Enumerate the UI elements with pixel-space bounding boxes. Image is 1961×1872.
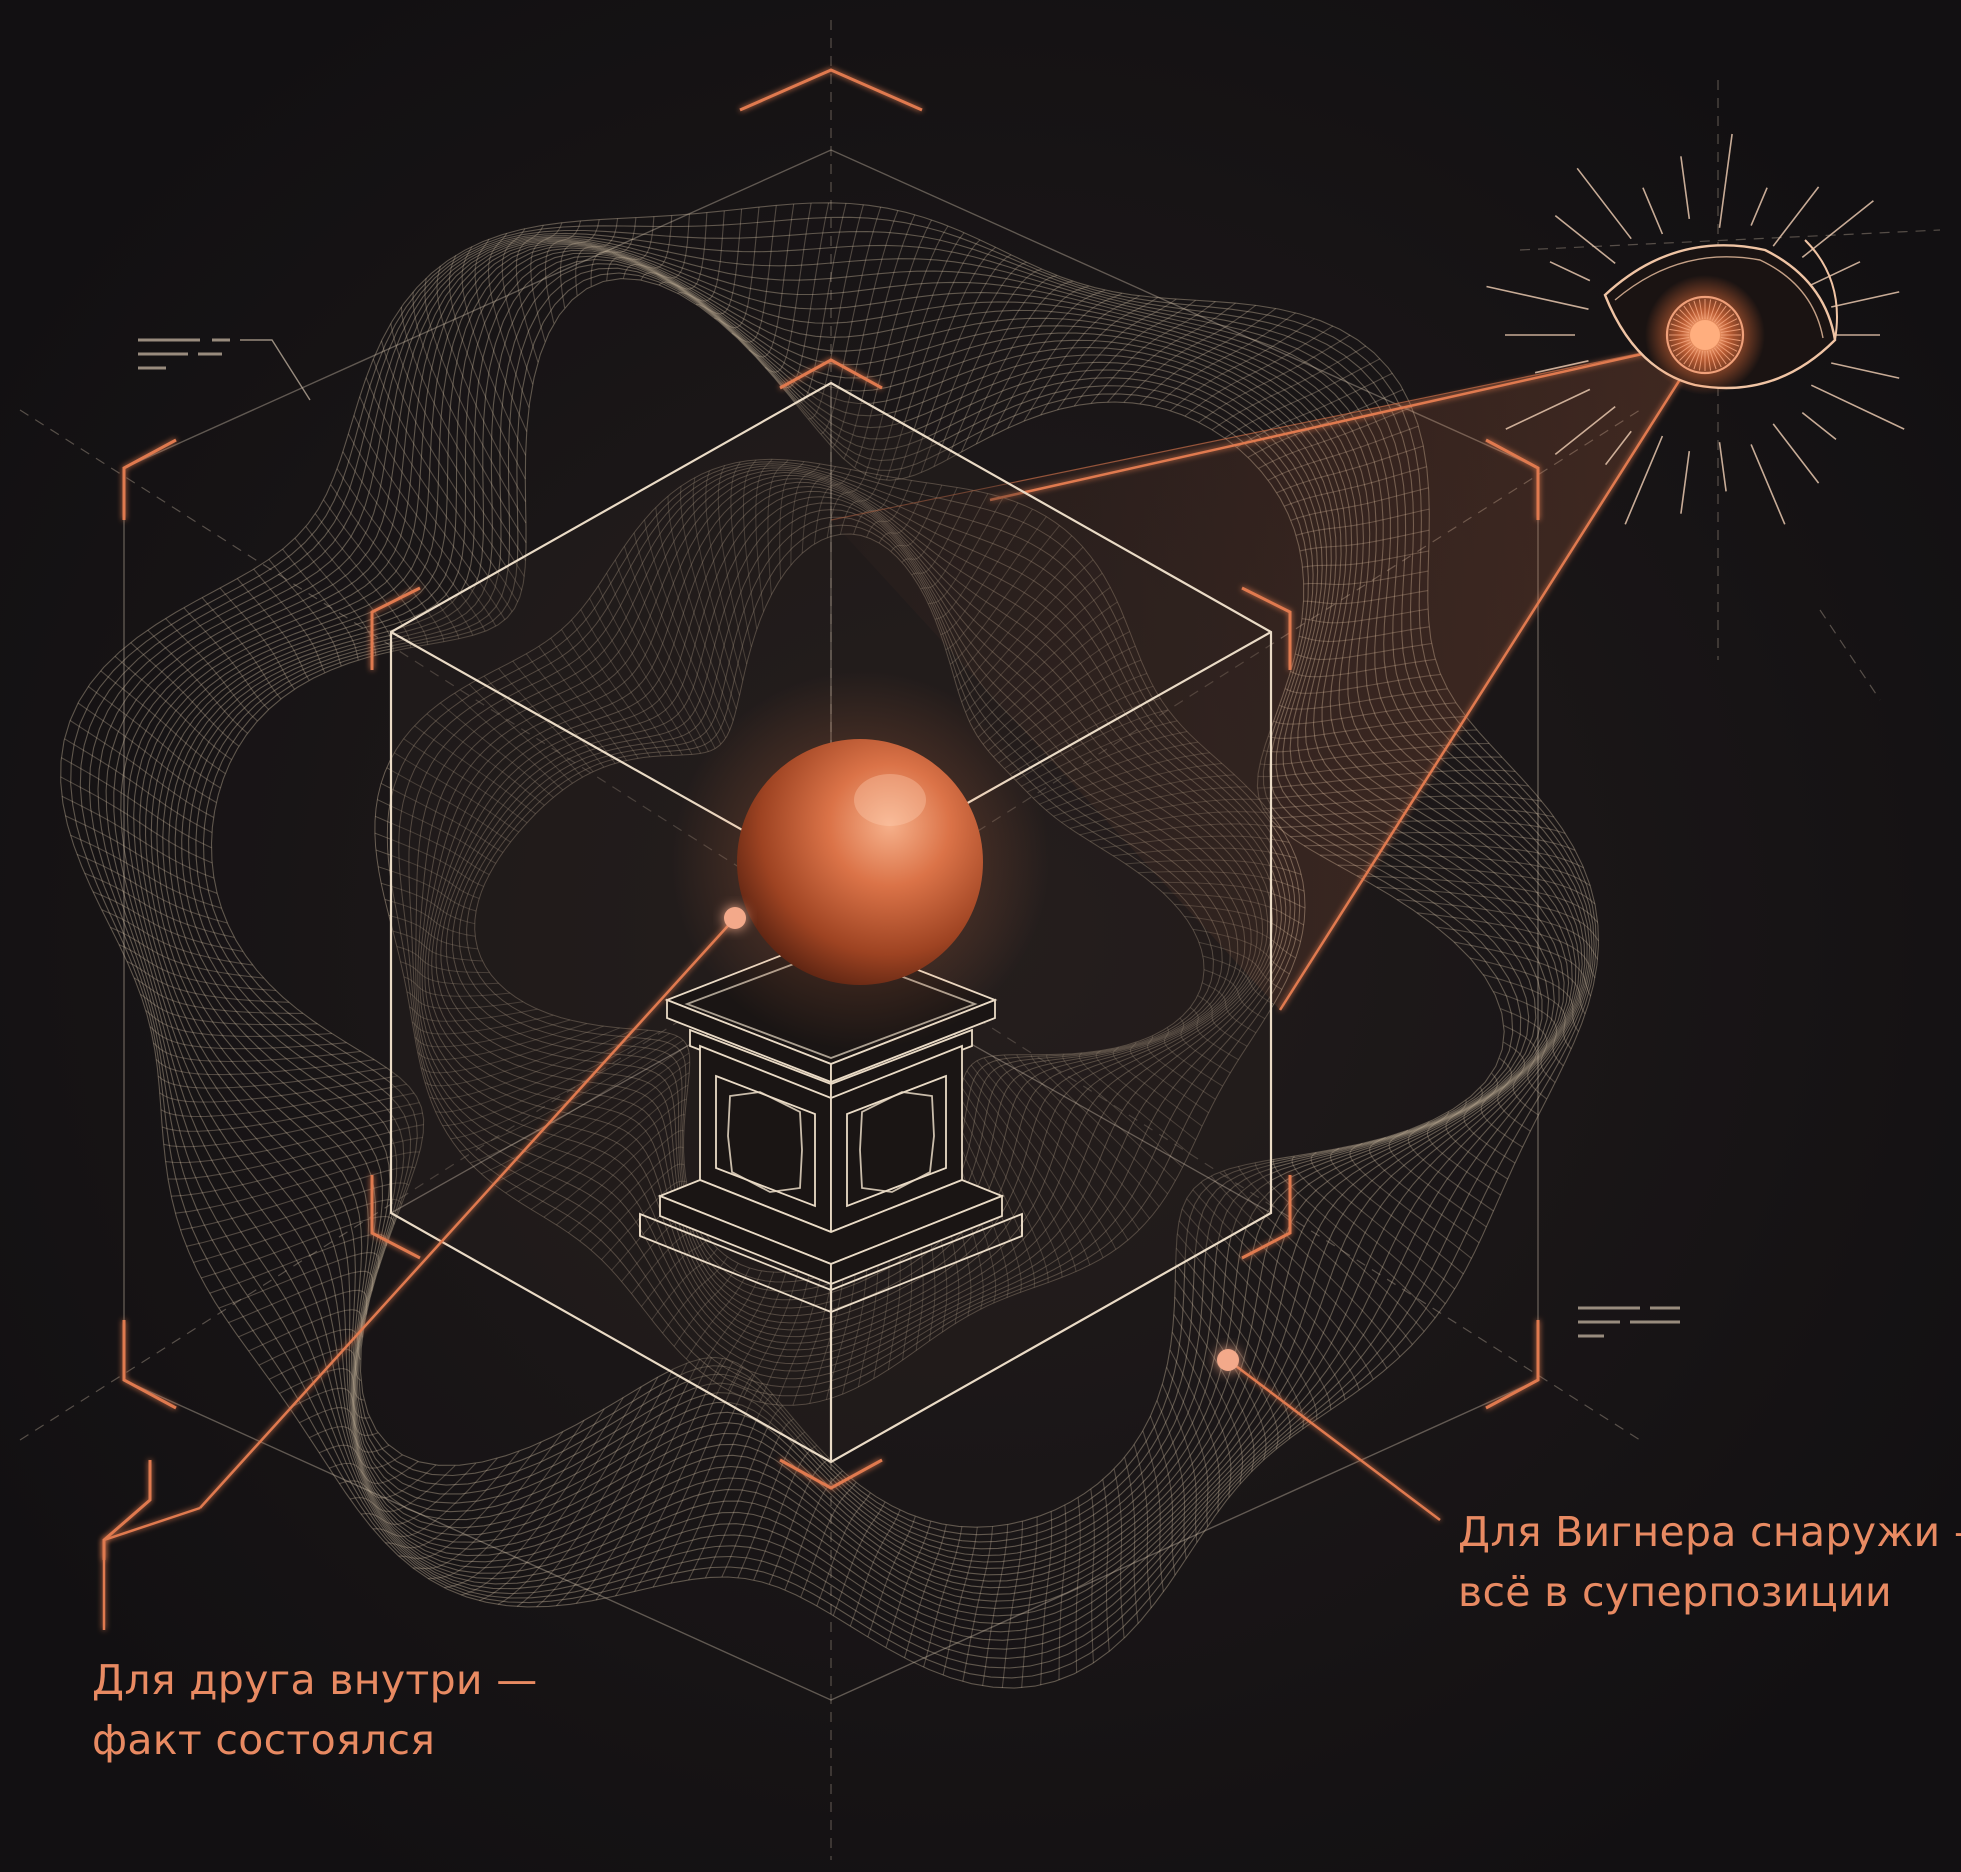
annotation-inside-friend: Для друга внутри — факт состоялся	[92, 1650, 538, 1770]
callout-inside-dot	[724, 907, 746, 929]
annotation-inside-line1: Для друга внутри —	[92, 1650, 538, 1710]
annotation-inside-line2: факт состоялся	[92, 1710, 538, 1770]
sphere-icon	[670, 670, 1050, 1050]
annotation-outside-line2: всё в суперпозиции	[1458, 1562, 1961, 1622]
callout-outside-dot	[1217, 1349, 1239, 1371]
annotation-outside-wigner: Для Вигнера снаружи — всё в суперпозиции	[1458, 1502, 1961, 1622]
annotation-outside-line1: Для Вигнера снаружи —	[1458, 1502, 1961, 1562]
